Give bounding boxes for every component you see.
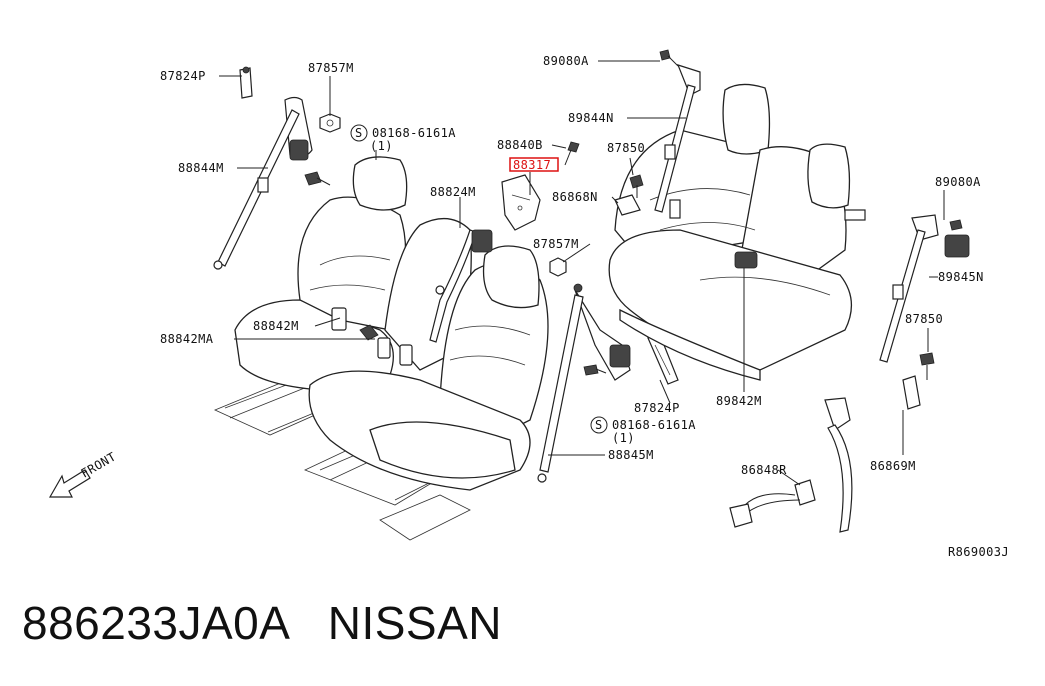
s-symbol-mid-icon	[590, 416, 608, 434]
highlight-box-88317	[509, 157, 559, 172]
bolt-08168-left	[304, 171, 331, 186]
label-86868n[interactable]: 86868N	[552, 190, 598, 204]
bracket-86869m	[902, 375, 921, 410]
anchor-87824p-top	[239, 66, 253, 99]
belt-88844m	[213, 96, 313, 270]
part-labels: 87824P 87857M S 08168-6161A (1) 88844M 8…	[160, 54, 984, 477]
label-88845m[interactable]: 88845M	[608, 448, 654, 462]
label-89842m[interactable]: 89842M	[716, 394, 762, 408]
label-88824m[interactable]: 88824M	[430, 185, 476, 199]
rear-bench-seat	[608, 83, 866, 381]
label-89845n[interactable]: 89845N	[938, 270, 984, 284]
label-88317-highlighted[interactable]: 88317	[513, 158, 551, 172]
brand-name: NISSAN	[327, 597, 503, 649]
nut-87857m-top	[319, 113, 341, 133]
label-87850-right[interactable]: 87850	[905, 312, 943, 326]
label-88840b[interactable]: 88840B	[497, 138, 543, 152]
label-89844n[interactable]: 89844N	[568, 111, 614, 125]
parts-diagram: 87824P 87857M S 08168-6161A (1) 88844M 8…	[48, 49, 1009, 559]
label-86869m[interactable]: 86869M	[870, 459, 916, 473]
left-seat-assembly	[213, 156, 549, 541]
front-label: FRONT	[79, 449, 119, 480]
label-87857m-top[interactable]: 87857M	[308, 61, 354, 75]
label-86848r[interactable]: 86848R	[741, 463, 787, 477]
reference-code: R869003J	[948, 545, 1009, 559]
label-87857m-mid[interactable]: 87857M	[533, 237, 579, 251]
label-89080a-top[interactable]: 89080A	[543, 54, 589, 68]
bracket-86868n	[614, 174, 644, 216]
part-caption: 886233JA0A NISSAN	[22, 596, 502, 650]
bolt-87850-right	[919, 352, 935, 380]
belt-88824m	[429, 229, 493, 343]
leader-lines	[219, 60, 945, 486]
label-08168-mid-qty: (1)	[612, 431, 635, 445]
front-direction: FRONT	[48, 449, 119, 498]
s-symbol-mid: S	[595, 418, 603, 432]
s-symbol-left-icon	[350, 124, 368, 142]
belt-89844n	[654, 49, 701, 213]
part-number: 886233JA0A	[22, 597, 288, 649]
front-arrow-icon	[48, 469, 91, 498]
label-88842ma[interactable]: 88842MA	[160, 332, 214, 346]
belt-89845n	[879, 214, 970, 363]
bracket-88317	[501, 141, 580, 231]
label-08168-left[interactable]: 08168-6161A	[372, 126, 456, 140]
belt-88845m	[537, 283, 631, 483]
label-87824p-mid[interactable]: 87824P	[634, 401, 680, 415]
label-88842m[interactable]: 88842M	[253, 319, 299, 333]
belt-86848r	[729, 397, 853, 533]
s-symbol-left: S	[355, 126, 363, 140]
bolt-08168-mid	[583, 364, 607, 376]
nut-87857m-mid	[549, 257, 567, 277]
label-89080a-right[interactable]: 89080A	[935, 175, 981, 189]
label-88844m[interactable]: 88844M	[178, 161, 224, 175]
label-08168-mid[interactable]: 08168-6161A	[612, 418, 696, 432]
label-08168-left-qty: (1)	[370, 139, 393, 153]
label-87850-top[interactable]: 87850	[607, 141, 645, 155]
label-87824p-top[interactable]: 87824P	[160, 69, 206, 83]
